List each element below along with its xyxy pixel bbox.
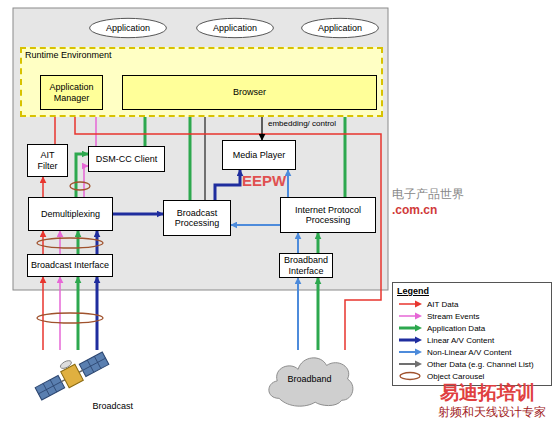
- runtime-box: Browser: [122, 75, 377, 110]
- legend-sample: [397, 359, 423, 369]
- node-text: Broadcast Interface: [31, 260, 109, 270]
- arrow-connector: [317, 233, 320, 253]
- node-text: Broadband Interface: [282, 255, 330, 276]
- platform-panel: [13, 8, 388, 290]
- legend-text: Stream Events: [427, 312, 479, 321]
- process-box: Demultiplexing: [28, 197, 113, 231]
- node-text: Media Player: [233, 150, 286, 160]
- node-text: Application: [318, 23, 362, 33]
- node-text: Application: [213, 23, 257, 33]
- arrow-connector: [297, 278, 299, 350]
- watermark-text: EEPW: [242, 173, 286, 190]
- node-text: Demultiplexing: [41, 209, 100, 219]
- arrow-connector: [189, 110, 192, 200]
- watermark-text: 射频和天线设计专家: [438, 406, 546, 419]
- legend-title: Legend: [397, 286, 547, 296]
- legend-entry: Other Data (e.g. Channel List): [397, 358, 547, 370]
- application-ellipse: Application: [300, 17, 380, 39]
- edge-label: embedding/ control: [266, 119, 338, 128]
- watermark-text: 电子产品世界: [392, 188, 464, 201]
- arrow-connector: [287, 170, 289, 197]
- arrow-connector: [77, 231, 80, 254]
- process-box: Media Player: [222, 140, 296, 170]
- legend-text: Other Data (e.g. Channel List): [427, 360, 534, 369]
- node-text: Broadcast Processing: [166, 208, 228, 229]
- arrow-connector: [59, 231, 61, 254]
- node-text: Runtime Environment: [25, 50, 112, 60]
- legend-text: Linear A/V Content: [427, 336, 494, 345]
- legend-text: AIT Data: [427, 300, 458, 309]
- legend-text: Application Data: [427, 324, 485, 333]
- legend-entry: Stream Events: [397, 310, 547, 322]
- process-box: Broadcast Interface: [27, 254, 113, 277]
- watermark-text: 易迪拓培训: [440, 383, 535, 404]
- arrow-connector: [215, 170, 240, 200]
- runtime-region: Runtime EnvironmentApplication Manager Br…: [20, 47, 383, 117]
- legend-entry: Non-Linear A/V Content: [397, 346, 547, 358]
- node-text: DSM-CC Client: [96, 154, 158, 164]
- legend-box: LegendAIT DataStream EventsApplication D…: [392, 282, 552, 386]
- satellite-illustration: [31, 344, 110, 402]
- legend-sample: [397, 323, 423, 333]
- process-box: DSM-CC Client: [88, 146, 165, 172]
- arrow-connector: [96, 231, 99, 254]
- arrow-connector: [42, 177, 44, 197]
- broadband-cloud: Broadband: [262, 350, 357, 408]
- node-text: Application: [106, 23, 150, 33]
- node-text: Broadcast: [92, 401, 133, 411]
- legend-sample: [397, 371, 423, 381]
- arrow-connector: [42, 231, 44, 254]
- runtime-box: Application Manager: [40, 75, 103, 110]
- node-text: Browser: [233, 87, 266, 97]
- legend-entry: Linear A/V Content: [397, 334, 547, 346]
- process-box: Broadcast Processing: [163, 200, 231, 236]
- arrow-connector: [75, 110, 381, 350]
- application-ellipse: Application: [88, 17, 168, 39]
- legend-sample: [397, 335, 423, 345]
- broadcast-source: Broadcast: [20, 350, 135, 412]
- node-text: Internet Protocol Processing: [283, 205, 373, 226]
- node-text: Application Manager: [43, 82, 100, 103]
- legend-text: Object Carousel: [427, 372, 484, 381]
- process-box: Internet Protocol Processing: [280, 197, 376, 233]
- arrow-connector: [297, 233, 299, 253]
- watermark-text: .com.cn: [392, 204, 437, 217]
- arrow-connector: [317, 278, 320, 350]
- node-text: AIT Filter: [30, 150, 65, 171]
- legend-sample: [397, 299, 423, 309]
- process-box: AIT Filter: [27, 144, 68, 177]
- arrow-connector: [344, 110, 347, 197]
- arrow-connector: [113, 213, 163, 216]
- legend-text: Non-Linear A/V Content: [427, 348, 512, 357]
- arrow-connector: [231, 224, 280, 226]
- legend-sample: [397, 347, 423, 357]
- legend-entry: AIT Data: [397, 298, 547, 310]
- legend-entry: Application Data: [397, 322, 547, 334]
- arrow-connector: [96, 277, 99, 350]
- legend-sample: [397, 311, 423, 321]
- arrow-connector: [204, 110, 206, 200]
- arrow-connector: [42, 277, 44, 350]
- application-ellipse: Application: [195, 17, 275, 39]
- node-text: Broadband: [287, 374, 331, 384]
- legend-entry: Object Carousel: [397, 370, 547, 382]
- process-box: Broadband Interface: [279, 253, 333, 278]
